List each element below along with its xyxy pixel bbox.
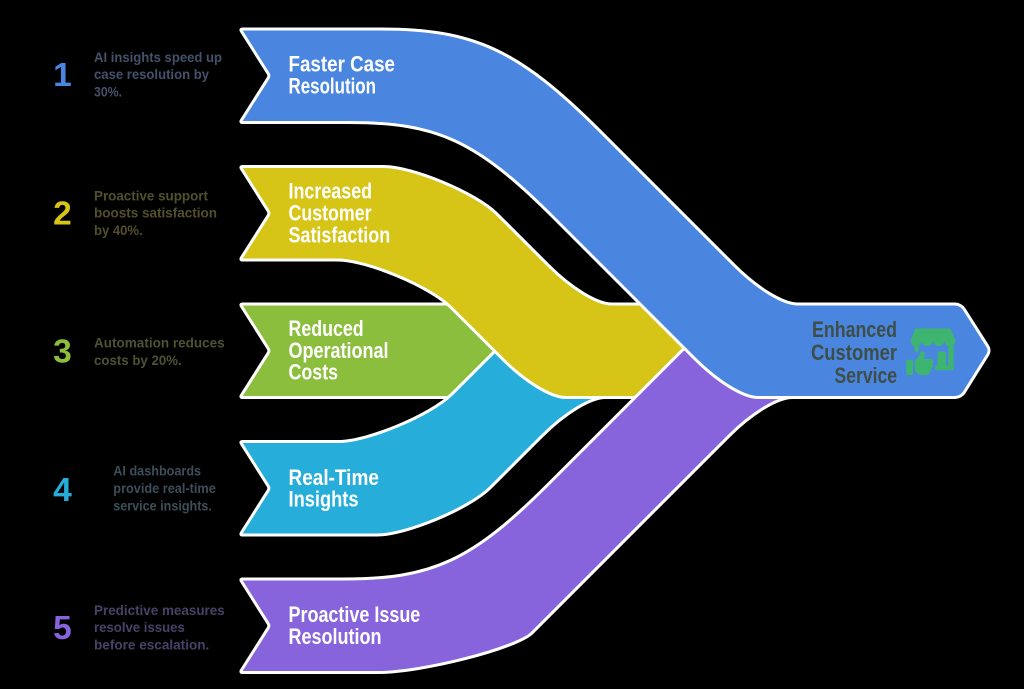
- svg-text:Proactive Issue: Proactive Issue: [289, 602, 421, 627]
- svg-text:by 40%.: by 40%.: [94, 223, 143, 238]
- svg-text:case resolution by: case resolution by: [94, 67, 209, 82]
- svg-text:Automation reduces: Automation reduces: [94, 336, 225, 351]
- svg-text:2: 2: [53, 195, 72, 232]
- svg-text:resolve issues: resolve issues: [94, 620, 185, 635]
- svg-text:5: 5: [53, 610, 72, 647]
- svg-text:Costs: Costs: [289, 360, 339, 385]
- svg-text:Operational: Operational: [289, 338, 389, 363]
- svg-text:Reduced: Reduced: [289, 316, 364, 341]
- svg-text:Proactive support: Proactive support: [94, 189, 208, 204]
- svg-text:Enhanced: Enhanced: [812, 317, 897, 342]
- svg-text:Resolution: Resolution: [289, 624, 382, 649]
- svg-text:before escalation.: before escalation.: [94, 638, 209, 653]
- svg-text:Resolution: Resolution: [289, 74, 377, 99]
- svg-text:service insights.: service insights.: [113, 499, 212, 514]
- svg-text:4: 4: [53, 472, 72, 509]
- svg-text:1: 1: [53, 57, 72, 94]
- svg-text:Customer: Customer: [289, 200, 372, 225]
- svg-text:Customer: Customer: [811, 340, 897, 365]
- svg-text:Satisfaction: Satisfaction: [289, 222, 391, 247]
- svg-text:Increased: Increased: [289, 179, 373, 204]
- svg-text:3: 3: [53, 334, 72, 371]
- svg-text:30%.: 30%.: [94, 84, 122, 99]
- svg-text:AI insights speed up: AI insights speed up: [94, 50, 222, 65]
- svg-text:Real-Time: Real-Time: [289, 465, 379, 490]
- svg-text:Predictive measures: Predictive measures: [94, 603, 225, 618]
- svg-text:Service: Service: [835, 363, 898, 388]
- svg-text:Insights: Insights: [289, 487, 359, 512]
- svg-text:AI dashboards: AI dashboards: [113, 464, 201, 479]
- svg-text:boosts satisfaction: boosts satisfaction: [94, 206, 217, 221]
- svg-text:Faster Case: Faster Case: [289, 52, 396, 77]
- svg-text:provide real-time: provide real-time: [113, 481, 216, 496]
- svg-text:costs by 20%.: costs by 20%.: [94, 353, 182, 368]
